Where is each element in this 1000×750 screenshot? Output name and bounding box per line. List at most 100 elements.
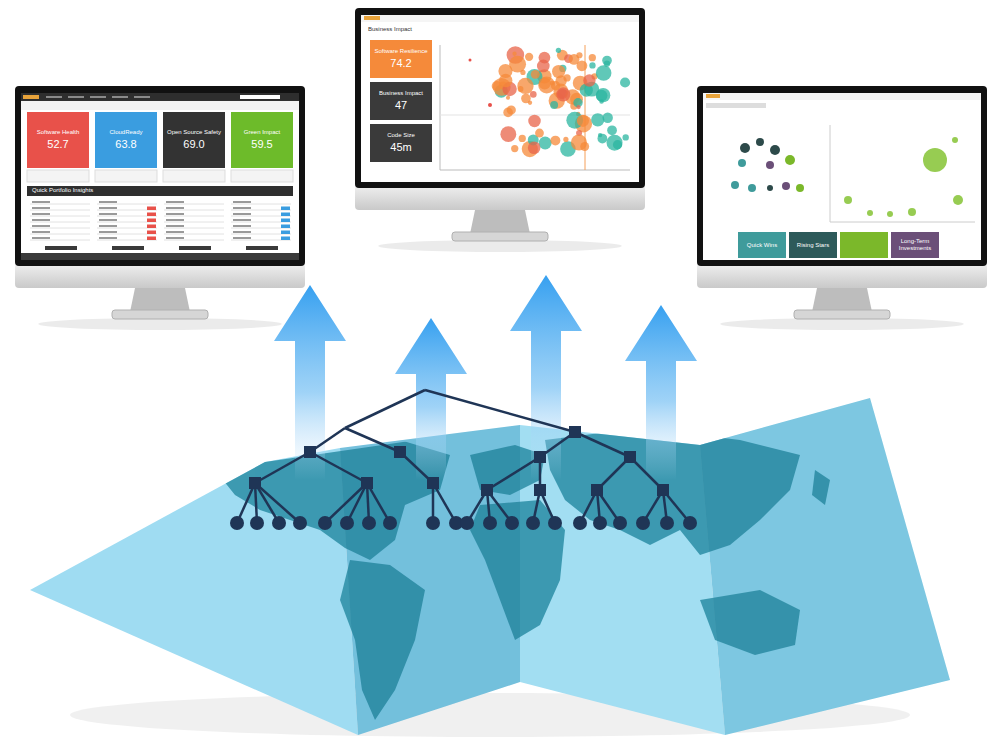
dashboard-tile: Open Source Safety 69.0 <box>163 112 225 168</box>
table-row <box>30 234 90 235</box>
tree-branch <box>255 452 310 483</box>
bubble <box>525 53 533 61</box>
dashboard-tile: Software Health52.7 <box>27 112 89 168</box>
toolbar <box>21 101 299 110</box>
tile-title: Rising Stars <box>797 242 829 249</box>
tree-square <box>361 477 373 489</box>
table-cell <box>233 213 251 215</box>
bubble <box>537 60 550 73</box>
table-row <box>30 222 90 223</box>
tile-footer <box>95 170 157 182</box>
tree-leaf <box>272 516 286 530</box>
tile-value: 74.2 <box>390 57 411 70</box>
page-title: Business Impact <box>368 26 412 32</box>
dashboard-tile: Code Size 45m <box>370 124 432 162</box>
up-arrow <box>274 285 346 480</box>
tree-leaf <box>683 516 697 530</box>
dashboard-tile: Software Resilience74.2 <box>370 40 432 78</box>
bubble <box>499 74 512 87</box>
status-chip <box>147 225 156 229</box>
monitor-screen <box>361 15 639 182</box>
status-chip <box>147 231 156 235</box>
status-chip <box>281 225 290 229</box>
cluster-bubble <box>740 143 750 153</box>
tile-value: 69.0 <box>183 138 204 151</box>
monitor-base <box>794 310 890 319</box>
tree-square <box>657 484 669 496</box>
table-row <box>164 234 224 235</box>
table-row <box>30 210 90 211</box>
table-cell <box>166 213 184 215</box>
bubble <box>535 129 544 138</box>
cluster-bubble <box>767 185 773 191</box>
monitor-base <box>112 310 208 319</box>
dashboard-tile: Business Impact47 <box>370 82 432 120</box>
monitor-screen <box>21 93 299 260</box>
tree-square <box>249 477 261 489</box>
tile-title: Long-Term Investments <box>894 238 936 252</box>
table-cell <box>32 231 50 233</box>
tree-leaf <box>460 516 474 530</box>
bubble <box>589 62 595 68</box>
scatter-bubble <box>887 211 893 217</box>
table-cell <box>99 219 117 221</box>
map-panel <box>700 398 950 735</box>
table-cell <box>32 201 50 203</box>
monitor-neck <box>812 288 872 312</box>
cluster-bubble <box>731 181 739 189</box>
table-row <box>231 204 291 205</box>
x-axis <box>830 222 975 223</box>
dashboard-tile: Quick Wins <box>738 232 786 258</box>
bubble <box>517 78 533 94</box>
cluster-bubble <box>770 145 780 155</box>
tree-square <box>427 477 439 489</box>
bubble <box>596 65 612 81</box>
table-cell <box>166 231 184 233</box>
tree-leaf <box>318 516 332 530</box>
tile-title: Code Size <box>387 132 415 139</box>
table-cell <box>233 231 251 233</box>
status-chip <box>147 213 156 217</box>
table-row <box>164 210 224 211</box>
bubble <box>571 134 587 150</box>
monitor-screen <box>703 93 981 260</box>
cluster-bubble <box>738 159 746 167</box>
dashboard-tile: Long-Term Investments <box>891 232 939 258</box>
table-cell <box>166 201 184 203</box>
tree-square <box>394 446 406 458</box>
tile-title: Open Source Safety <box>167 129 221 136</box>
table-cell <box>166 219 184 221</box>
status-chip <box>147 207 156 211</box>
monitor-shadow <box>38 318 282 330</box>
cluster-bubble <box>796 184 804 192</box>
bubble <box>602 113 612 123</box>
bubble <box>550 136 560 146</box>
tile-value: 45m <box>390 141 411 154</box>
x-axis <box>440 170 630 171</box>
tile-footer <box>163 170 225 182</box>
table-cell <box>99 213 117 215</box>
tree-leaf <box>340 516 354 530</box>
bubble <box>577 115 589 127</box>
tree-branch <box>575 432 630 457</box>
nav-item <box>134 96 150 98</box>
bubble <box>509 56 526 73</box>
bubble <box>591 113 604 126</box>
monitor-shadow <box>378 240 622 252</box>
tree-leaf <box>426 516 440 530</box>
scatter-bubble <box>844 196 852 204</box>
nav-item <box>90 96 106 98</box>
monitor-bezel <box>697 86 987 266</box>
table-cell <box>166 237 184 239</box>
table-cell <box>166 225 184 227</box>
table-row <box>164 204 224 205</box>
tree-leaf <box>250 516 264 530</box>
monitor-base <box>452 232 548 241</box>
table-cell <box>32 219 50 221</box>
table-button <box>112 246 144 250</box>
table-row <box>30 240 90 241</box>
bubble <box>539 137 552 150</box>
status-chip <box>281 237 290 241</box>
